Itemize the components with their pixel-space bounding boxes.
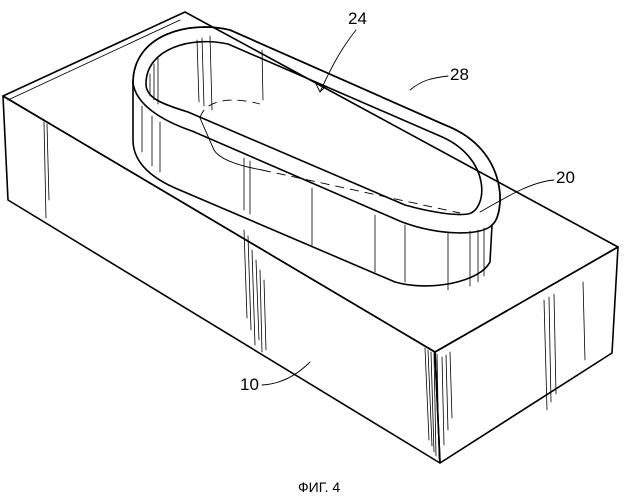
leader-28 — [410, 76, 448, 90]
oval-wall — [133, 27, 500, 290]
inner-wall-shading — [150, 36, 263, 110]
label-28: 28 — [450, 65, 469, 84]
label-24: 24 — [348, 9, 367, 28]
front-face-shading — [44, 122, 266, 352]
label-10: 10 — [240, 375, 259, 394]
figure-caption: ФИГ. 4 — [298, 479, 340, 495]
label-20: 20 — [556, 168, 575, 187]
right-face-shading — [425, 282, 585, 459]
leader-10 — [262, 362, 310, 385]
leader-20 — [480, 180, 554, 212]
